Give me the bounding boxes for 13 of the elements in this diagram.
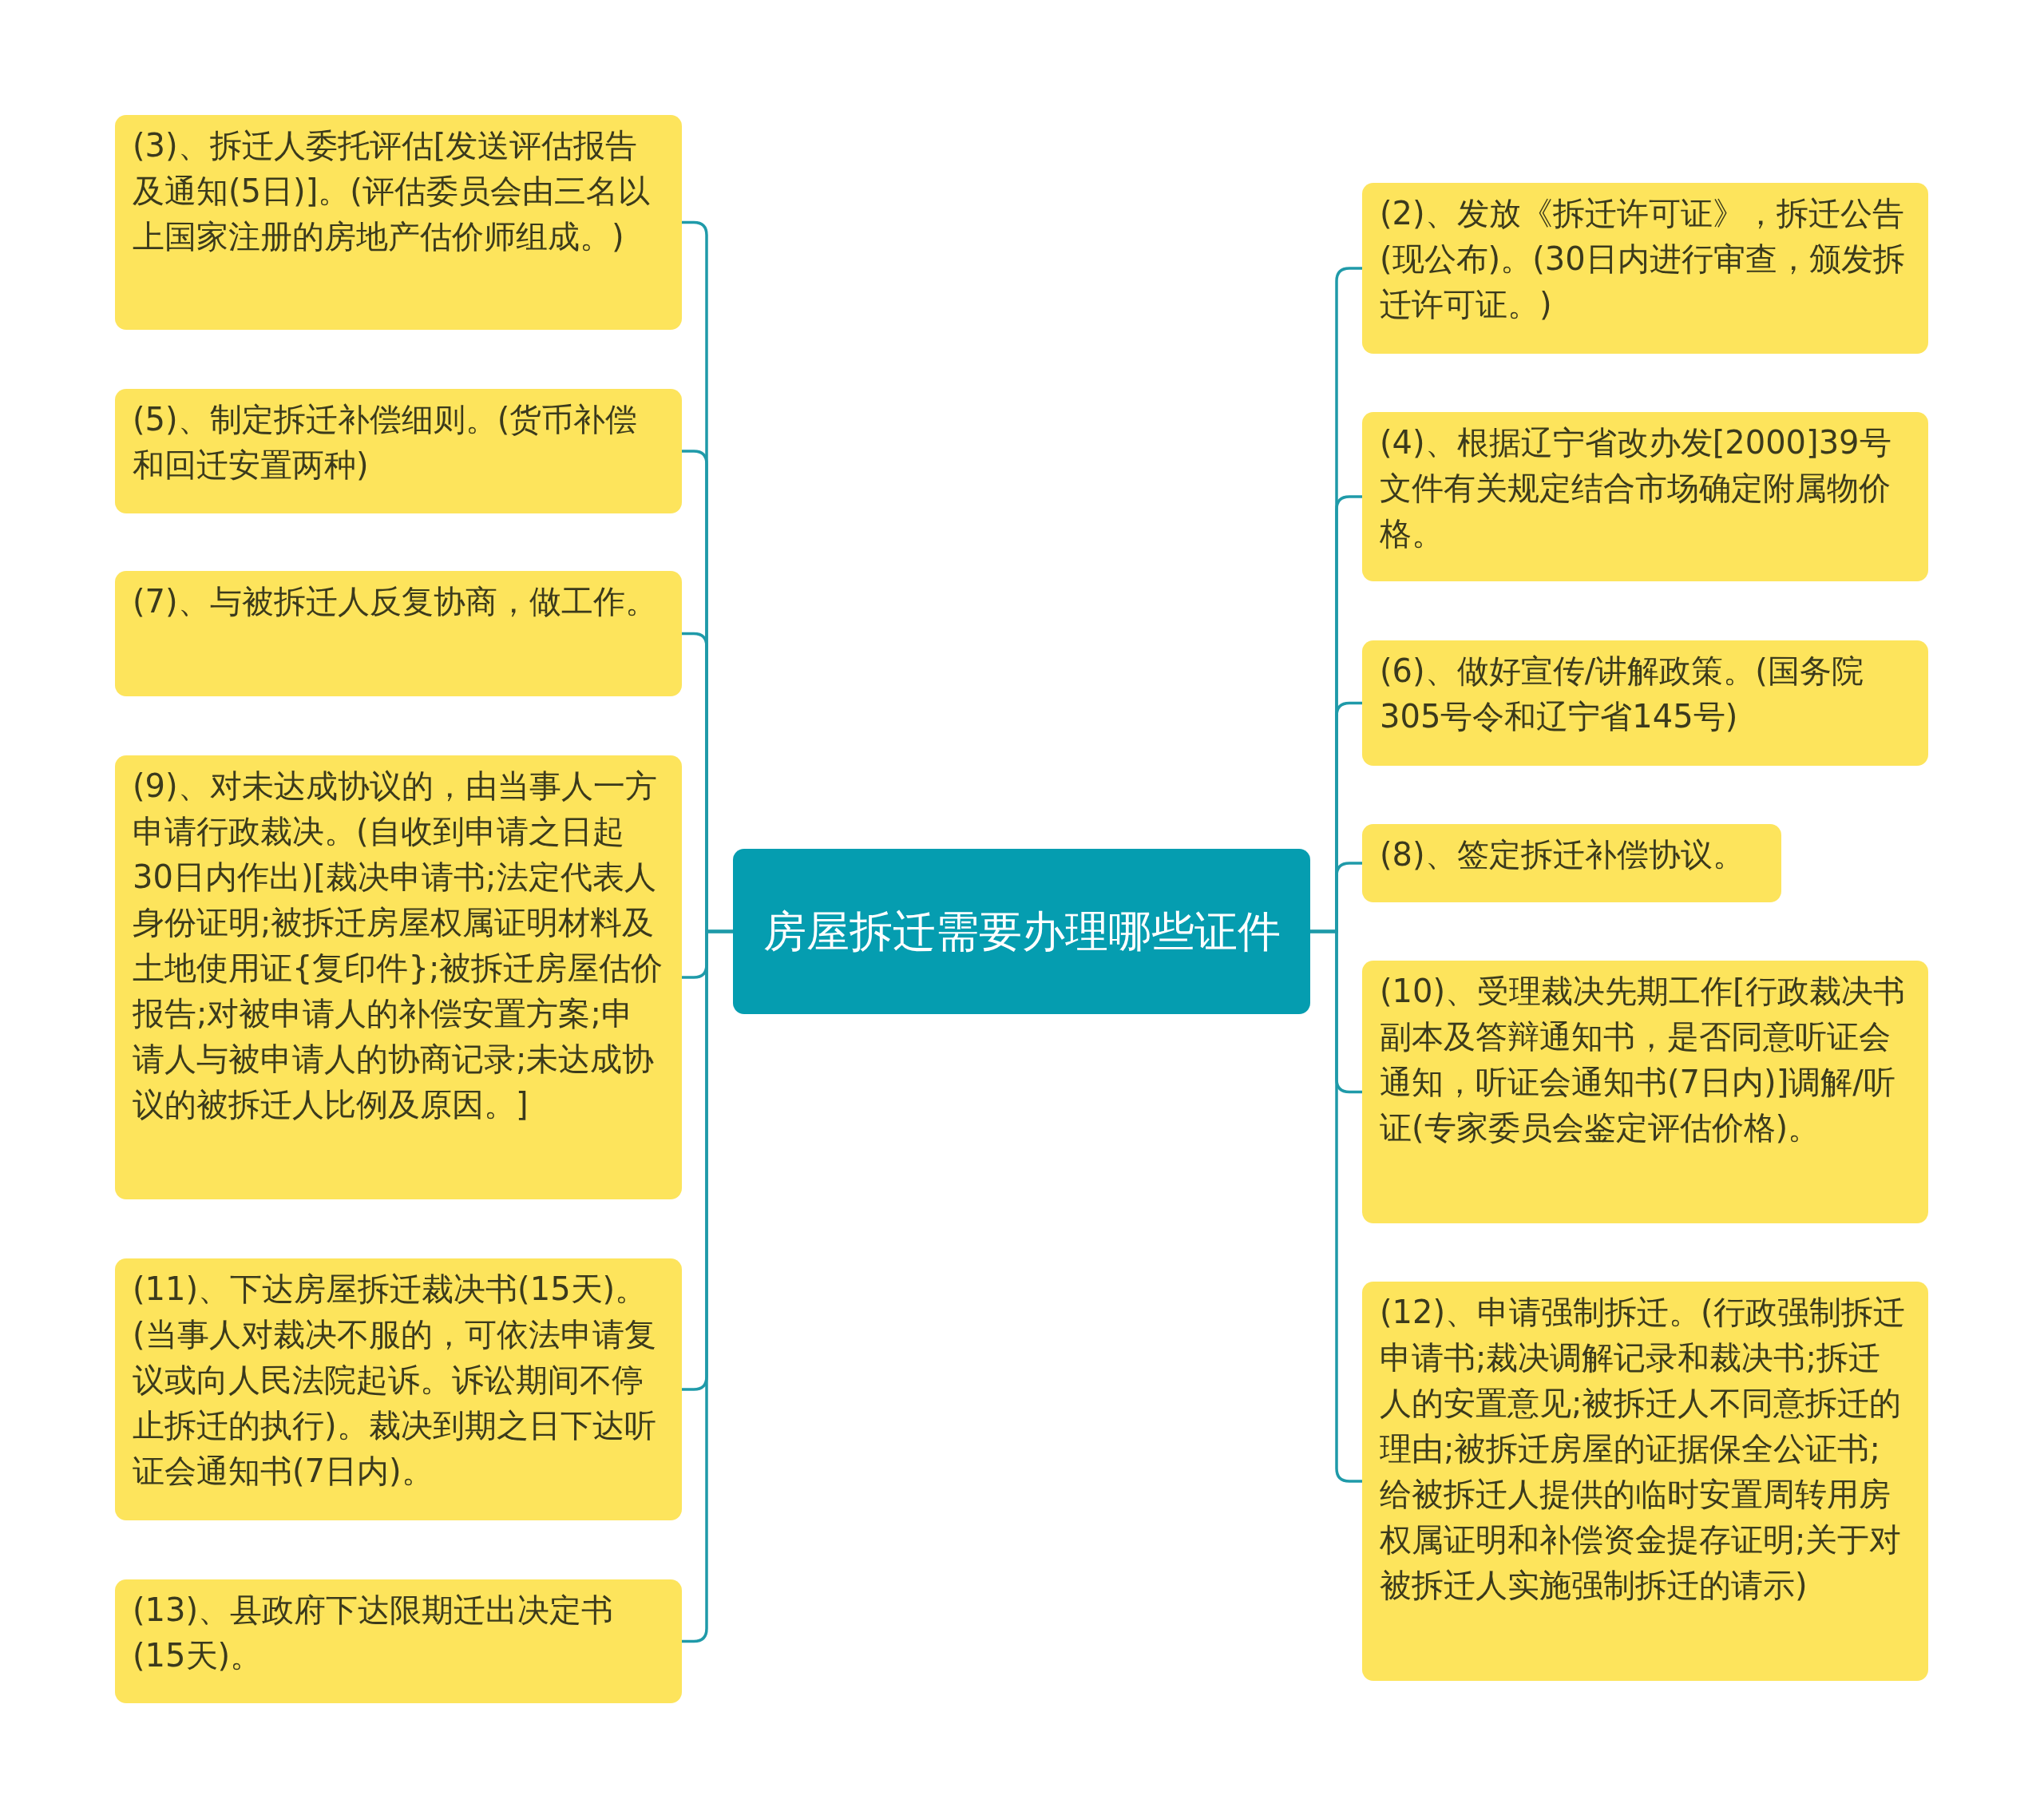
topic-box: (5)、制定拆迁补偿细则。(货币补偿和回迁安置两种)	[115, 389, 682, 513]
topic-box: (13)、县政府下达限期迁出决定书(15天)。	[115, 1579, 682, 1703]
topic-box: (8)、签定拆迁补偿协议。	[1362, 824, 1781, 902]
topic-box: (11)、下达房屋拆迁裁决书(15天)。(当事人对裁决不服的，可依法申请复议或向人民法院起诉。诉讼期间不停止拆迁的执行)。裁决到期之日下达听证会通知书(7日内)。	[115, 1258, 682, 1520]
topic-box: (10)、受理裁决先期工作[行政裁决书副本及答辩通知书，是否同意听证会通知，听证会通知书(7日内)]调解/听证(专家委员会鉴定评估价格)。	[1362, 961, 1928, 1223]
topic-box: (9)、对未达成协议的，由当事人一方申请行政裁决。(自收到申请之日起30日内作出)[裁决申请书;法定代表人身份证明;被拆迁房屋权属证明材料及土地使用证{复印件};被拆迁房屋估价报告;对被申请人的补偿安置方案;申请人与被申请人的协商记录;未达成协议的被拆迁人比例及原因。]	[115, 755, 682, 1199]
topic-box: (3)、拆迁人委托评估[发送评估报告及通知(5日)]。(评估委员会由三名以上国家注册的房地产估价师组成。)	[115, 115, 682, 330]
topic-box: (7)、与被拆迁人反复协商，做工作。	[115, 571, 682, 696]
topic-box: (4)、根据辽宁省改办发[2000]39号文件有关规定结合市场确定附属物价格。	[1362, 412, 1928, 581]
central-topic-box: 房屋拆迁需要办理哪些证件	[733, 849, 1310, 1014]
topic-box: (2)、发放《拆迁许可证》，拆迁公告(现公布)。(30日内进行审查，颁发拆迁许可证。)	[1362, 183, 1928, 354]
topic-box: (6)、做好宣传/讲解政策。(国务院305号令和辽宁省145号)	[1362, 640, 1928, 766]
topic-box: (12)、申请强制拆迁。(行政强制拆迁申请书;裁决调解记录和裁决书;拆迁人的安置意见;被拆迁人不同意拆迁的理由;被拆迁房屋的证据保全公证书;给被拆迁人提供的临时安置周转用房权属证明和补偿资金提存证明;关于对被拆迁人实施强制拆迁的请示)	[1362, 1282, 1928, 1681]
